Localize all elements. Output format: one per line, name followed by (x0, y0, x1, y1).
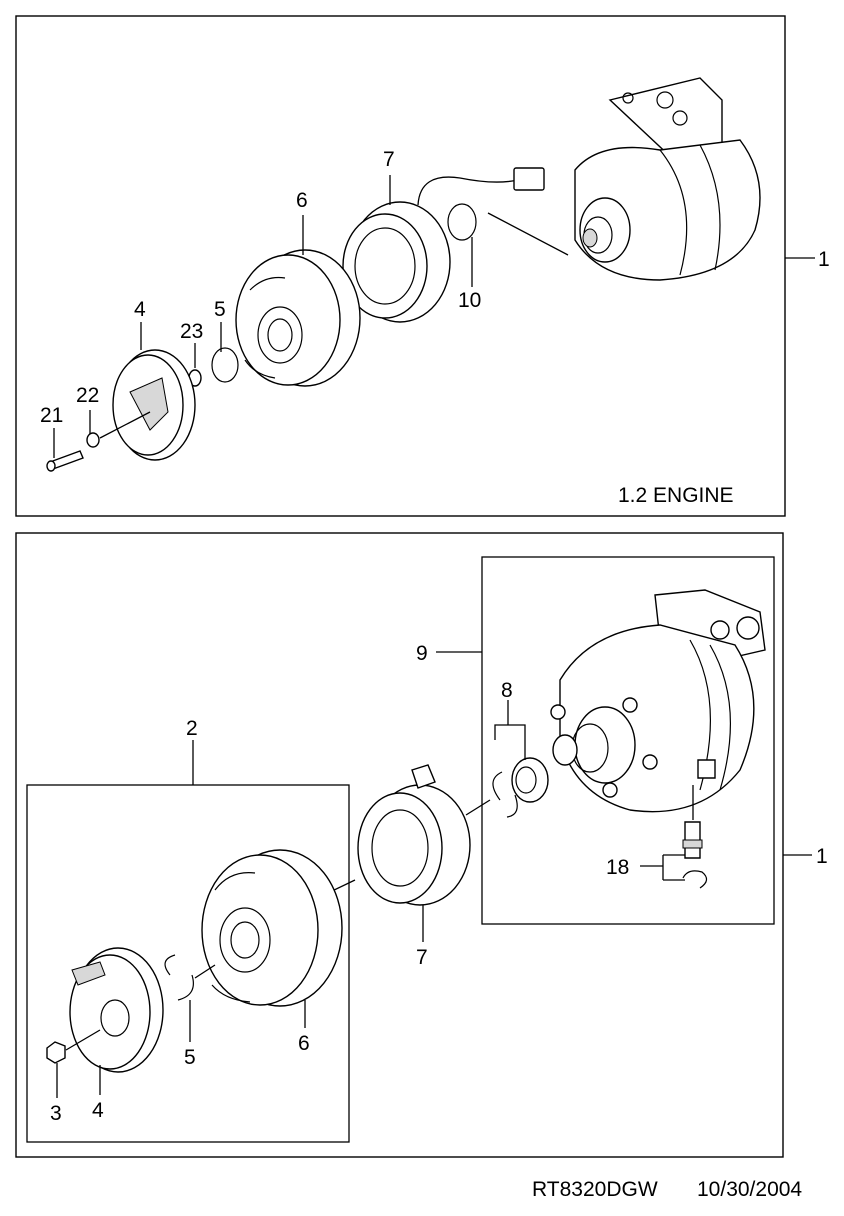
compressor-inset-frame (481, 556, 775, 925)
top-panel-title: 1.2 ENGINE (618, 484, 734, 507)
clutch-plate-top (112, 349, 196, 461)
footer-code: RT8320DGW (532, 1178, 658, 1201)
bottom-axis-line (465, 799, 491, 816)
wire-lead (417, 176, 519, 206)
callout-top-1: 1 (818, 248, 830, 271)
callout-top-21: 21 (40, 404, 63, 427)
coil-bottom (357, 764, 471, 906)
top-panel-frame (15, 15, 786, 517)
footer-date: 10/30/2004 (697, 1178, 802, 1201)
top-axis-line (487, 212, 569, 256)
bottom-axis-line-4 (65, 1029, 101, 1051)
callout-bottom-1: 1 (816, 845, 828, 868)
seal-8 (511, 757, 549, 803)
callout-bottom-18: 18 (606, 856, 629, 879)
pulley-bottom (201, 849, 343, 1007)
clutch-inset-frame (26, 784, 350, 1143)
callout-bottom-7: 7 (416, 946, 428, 969)
callout-top-22: 22 (76, 384, 99, 407)
snap-ring-compressor (492, 771, 518, 818)
bottom-axis-line-3 (194, 964, 216, 979)
compressor-bottom (550, 589, 766, 813)
pulley-top (235, 249, 361, 387)
snap-ring-5-top (211, 347, 239, 383)
leader-bottom-18 (640, 854, 685, 881)
snap-ring-5-bottom (164, 954, 194, 1001)
callout-top-6: 6 (296, 189, 308, 212)
callout-top-4: 4 (134, 298, 146, 321)
valve-18 (682, 821, 708, 889)
callout-top-23: 23 (180, 320, 203, 343)
callout-top-5: 5 (214, 298, 226, 321)
bottom-panel-frame (15, 532, 784, 1158)
callout-top-7: 7 (383, 148, 395, 171)
leader-bottom-8 (494, 700, 526, 760)
callout-bottom-8: 8 (501, 679, 513, 702)
clutch-plate-bottom (69, 947, 164, 1073)
callout-bottom-3: 3 (50, 1102, 62, 1125)
callout-bottom-2: 2 (186, 717, 198, 740)
snap-ring-10 (447, 203, 477, 241)
compressor-top (574, 77, 761, 281)
top-axis-line-2 (99, 411, 151, 439)
wire-connector (513, 167, 545, 191)
callout-bottom-6: 6 (298, 1032, 310, 1055)
callout-bottom-5: 5 (184, 1046, 196, 1069)
nut-3 (46, 1041, 66, 1064)
callout-bottom-4: 4 (92, 1099, 104, 1122)
callout-top-10: 10 (458, 289, 481, 312)
coil-top (342, 201, 451, 323)
bolt-21 (46, 450, 84, 472)
washer-22 (86, 432, 100, 448)
callout-bottom-9: 9 (416, 642, 428, 665)
